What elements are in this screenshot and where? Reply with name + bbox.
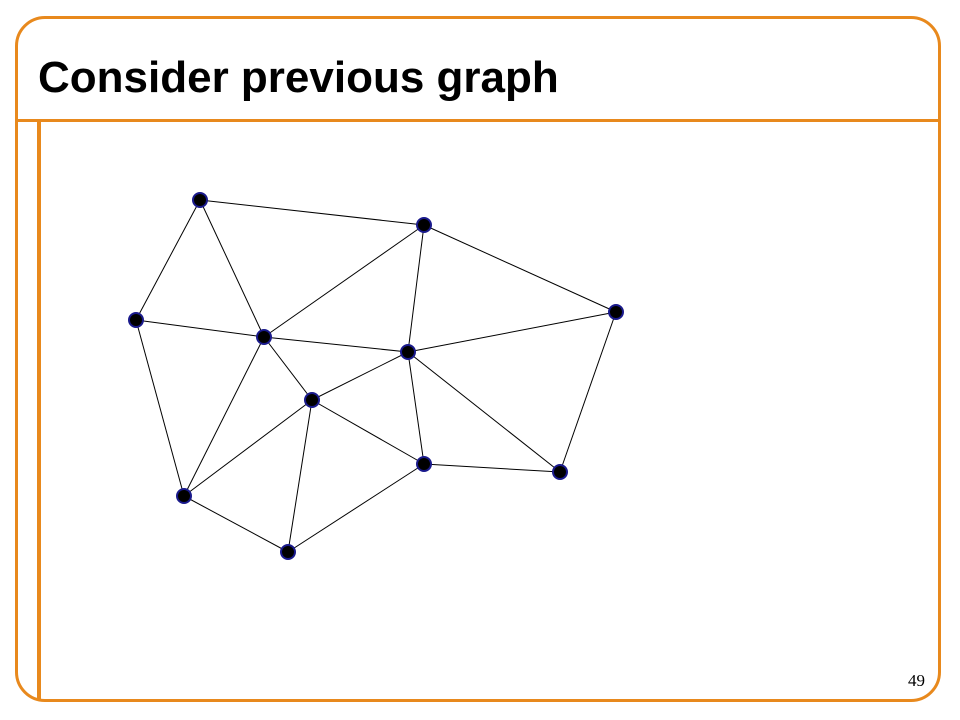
graph-edge-n1-n2 <box>199 199 425 226</box>
graph-node-n8 <box>176 488 192 504</box>
slide-title: Consider previous graph <box>38 53 559 102</box>
graph-node-n6 <box>400 344 416 360</box>
graph-edges <box>135 199 617 553</box>
graph-node-n11 <box>280 544 296 560</box>
graph-nodes <box>128 192 624 560</box>
slide-frame <box>15 16 941 702</box>
title-divider <box>15 119 941 122</box>
graph-node-n3 <box>128 312 144 328</box>
graph-edge-n1-n5 <box>199 199 265 338</box>
graph-node-n10 <box>552 464 568 480</box>
graph-edge-n6-n4 <box>407 311 617 353</box>
graph-node-n1 <box>192 192 208 208</box>
left-accent-bar <box>37 122 41 700</box>
graph-edge-n9-n11 <box>287 463 425 553</box>
graph-node-n2 <box>416 217 432 233</box>
graph-edge-n6-n9 <box>407 351 425 465</box>
graph-edge-n5-n7 <box>263 336 313 401</box>
graph-node-n4 <box>608 304 624 320</box>
graph-edge-n8-n11 <box>183 495 289 553</box>
graph-edge-n7-n11 <box>287 399 313 553</box>
graph-edge-n3-n8 <box>135 319 185 497</box>
graph-edge-n2-n4 <box>423 224 617 313</box>
graph-edge-n3-n5 <box>135 319 265 338</box>
graph-edge-n5-n8 <box>183 336 265 497</box>
graph-edge-n2-n6 <box>407 224 425 353</box>
graph-node-n9 <box>416 456 432 472</box>
graph-node-n5 <box>256 329 272 345</box>
graph-edge-n9-n10 <box>423 463 561 473</box>
graph-edge-n1-n3 <box>135 199 201 321</box>
graph-edge-n4-n10 <box>559 311 617 473</box>
graph-edge-n6-n10 <box>407 351 561 473</box>
graph-edge-n5-n6 <box>263 336 409 353</box>
graph-edge-n7-n8 <box>183 399 313 497</box>
graph-edge-n6-n7 <box>311 351 409 401</box>
graph-edge-n7-n9 <box>311 399 425 465</box>
graph-node-n7 <box>304 392 320 408</box>
graph-edge-n2-n5 <box>263 224 425 338</box>
page-number: 49 <box>908 671 925 690</box>
